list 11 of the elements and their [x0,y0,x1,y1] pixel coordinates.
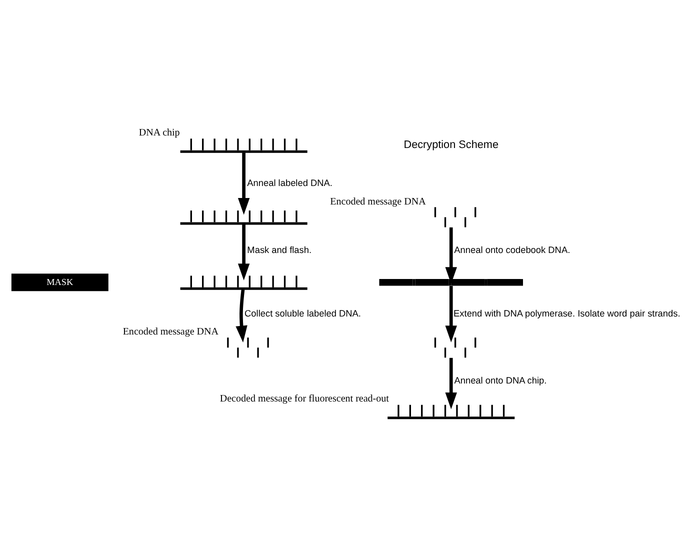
node-label: Encoded message DNA [122,326,219,338]
label: Decryption Scheme [404,138,498,151]
edge-label: Collect soluble labeled DNA. [244,308,361,318]
edge-label: Extend with DNA polymerase. Isolate word pair strands. [454,308,680,318]
node-label: DNA chip [138,126,180,138]
edge-label: Anneal onto codebook DNA. [454,244,570,254]
edge-label: Anneal onto DNA chip. [454,374,547,385]
edge-label: Mask and flash. [247,244,312,254]
edge-label: Anneal labeled DNA. [247,178,332,188]
node-label: Decoded message for fluorescent read-out [220,393,389,404]
node-label: Encoded message DNA [330,196,426,207]
